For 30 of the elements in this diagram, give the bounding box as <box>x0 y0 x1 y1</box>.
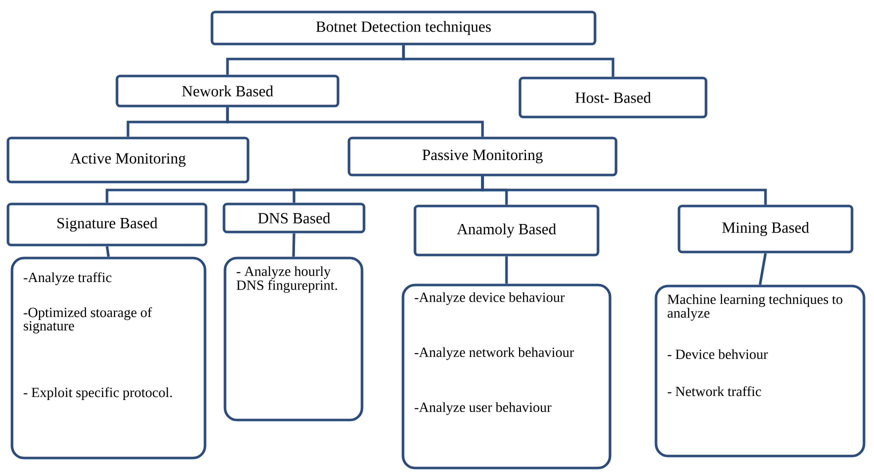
category-box: Active Monitoring <box>6 136 250 184</box>
category-box: Mining Based <box>678 204 854 254</box>
connector-line <box>292 233 296 257</box>
connector-line <box>481 176 767 205</box>
category-box: Host- Based <box>518 76 708 118</box>
category-box: Botnet Detection techniques <box>210 10 596 46</box>
connector-line <box>505 256 508 284</box>
description-text: - Analyze hourly DNS fingureprint. <box>236 266 337 293</box>
description-text: -Analyze user behaviour <box>414 402 552 415</box>
description-text: -Analyze traffic <box>24 272 112 286</box>
category-box: Passive Monitoring <box>348 136 618 176</box>
description-text: -Analyze network behaviour <box>414 347 574 360</box>
description-text: -Optimized stoarage of signature <box>24 307 152 334</box>
description-text: -Analyze device behaviour <box>414 292 565 305</box>
category-box: Anamoly Based <box>414 204 600 256</box>
description-box <box>402 284 612 470</box>
description-box <box>10 256 206 460</box>
connector-line <box>758 253 767 285</box>
connector-line <box>402 45 614 77</box>
description-text: - Exploit specific protocol. <box>24 387 172 400</box>
description-text: Machine learning techniques to analyze <box>668 294 842 321</box>
description-box <box>654 284 866 458</box>
category-box: Signature Based <box>6 202 208 246</box>
category-box: DNS Based <box>222 202 366 234</box>
description-text: - Network traffic <box>668 386 762 396</box>
connector-line <box>106 246 110 257</box>
description-box <box>224 256 364 422</box>
category-box: Nework Based <box>116 74 340 108</box>
description-text: - Device behviour <box>668 349 768 360</box>
connector-line <box>226 107 484 137</box>
